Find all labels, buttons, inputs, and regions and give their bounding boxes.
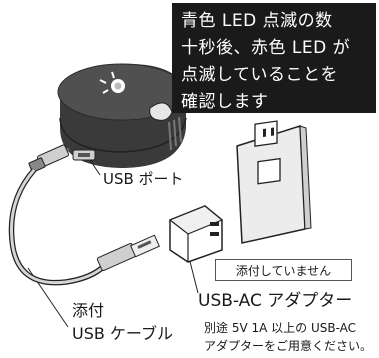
usb-cable-icon [8, 144, 160, 286]
separate-note-line2: アダプターをご用意ください。 [204, 339, 373, 353]
note-line-2: 十秒後、赤色 LED が [181, 38, 351, 58]
note-line-3: 点滅していることを [181, 65, 338, 85]
note-line-1: 青色 LED 点滅の数 [181, 11, 333, 31]
cable-label-line2: USB ケーブル [72, 324, 173, 343]
cable-label-line1: 添付 [72, 301, 105, 320]
usb-port-label: USB ポート [103, 170, 184, 188]
note-line-4: 確認します [181, 92, 269, 112]
device-body [57, 63, 187, 168]
not-included-badge: 添付していません [215, 259, 352, 281]
led-icon [99, 71, 125, 94]
separate-note-line1: 別途 5V 1A 以上の USB-AC [204, 321, 357, 335]
ac-adapter-icon [168, 205, 224, 263]
instruction-note: 青色 LED 点滅の数 十秒後、赤色 LED が 点滅していることを 確認します [172, 3, 376, 113]
ac-adapter-label: USB-AC アダプター [198, 291, 353, 311]
